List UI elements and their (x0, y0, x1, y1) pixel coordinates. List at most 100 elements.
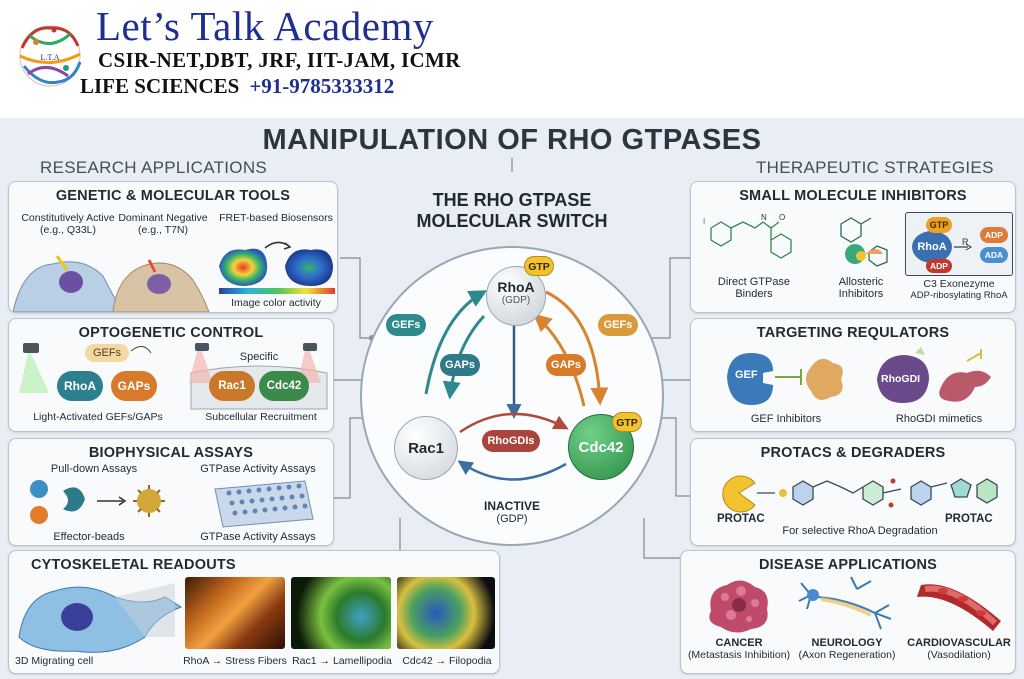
neurology-sub: (Axon Regeneration) (798, 649, 896, 661)
protac-molecule (722, 475, 998, 513)
c3-title: C3 Exonezyme (923, 278, 995, 290)
logo-text: L.T.A (41, 53, 60, 62)
effector-beads-label: Effector-beads (53, 531, 125, 543)
rhoa-stress-fibers-image (185, 577, 285, 649)
cancer-label: CANCER (715, 637, 763, 649)
academy-logo: L.T.A (19, 25, 82, 87)
gaps-left-pill: GAPs (440, 354, 480, 376)
cell-illustrations (13, 255, 210, 312)
blood-vessel-illustration (917, 584, 1001, 631)
rac1-lamellipodia-label: Rac1 → Lamellipodia (292, 655, 392, 667)
fret-biosensor-cells (219, 241, 333, 286)
c3-adp-badge: ADP (980, 227, 1008, 243)
opto-specific-label: Specific (239, 351, 279, 363)
rhogdis-pill: RhoGDIs (482, 430, 540, 452)
c3-gtp-badge: GTP (926, 217, 952, 233)
therapeutic-strategies-heading: THERAPEUTIC STRATEGIES (756, 158, 994, 177)
scale-label: Image color activity (231, 297, 321, 309)
c3-adp-badge-bottom: ADP (926, 259, 952, 273)
gef-label: GEF (735, 369, 758, 381)
cardiovascular-label: CARDIOVASCULAR (907, 637, 1011, 649)
cdc42-filopodia-label: Cdc42 → Filopodia (402, 655, 492, 667)
switch-arrows (424, 290, 609, 481)
rhoa-stress-fibers-label: RhoA → Stress Fibers (183, 655, 287, 667)
cytoskeletal-card: CYTOSKELETAL READOUTS 3D Migrating cell … (8, 550, 500, 674)
biophysical-card: BIOPHYSICAL ASSAYS Pull-down Assays Effe… (8, 438, 334, 546)
pulldown-illustration (30, 480, 165, 524)
regulators-title: TARGETING REQULATORS (756, 325, 950, 341)
ca-label: Constitutively Active (21, 212, 115, 224)
cancer-sub: (Metastasis Inhibition) (687, 649, 791, 661)
protac-caption: For selective RhoA Degradation (782, 525, 938, 537)
svg-text:N: N (761, 213, 767, 222)
protacs-title: PROTACS & DEGRADERS (760, 445, 946, 461)
pulldown-label: Pull-down Assays (50, 463, 138, 475)
gef-inhibitor-illustration (727, 353, 843, 405)
c3-exoenzyme-box: RhoA GTP ADP R ADP ADA (905, 212, 1013, 276)
gefs-right-pill: GEFs (598, 314, 638, 336)
cardiovascular-sub: (Vasodilation) (927, 649, 991, 661)
regulators-card: TARGETING REQULATORS GEF GEF Inhibitors … (690, 318, 1016, 432)
research-applications-heading: RESEARCH APPLICATIONS (40, 158, 268, 177)
neurology-label: NEUROLOGY (811, 637, 883, 649)
opto-gefs-pill: GEFs (85, 344, 129, 362)
well-plate-illustration (214, 480, 314, 528)
allosteric-inhibitor-structure (840, 217, 888, 267)
cell-label: 3D Migrating cell (15, 655, 94, 667)
dn-label: Dominant Negative (118, 212, 208, 224)
rhogdi-illustration (877, 347, 991, 403)
light-beam-illustration (19, 343, 152, 393)
brand-exams: CSIR-NET,DBT, JRF, IIT-JAM, ICMR (98, 48, 461, 72)
biophysical-title: BIOPHYSICAL ASSAYS (88, 445, 254, 461)
protac-left-label: PROTAC (717, 513, 765, 525)
opto-rac1-node: Rac1 (209, 371, 255, 401)
svg-text:I: I (703, 217, 705, 226)
brand-subject: LIFE SCIENCES (80, 74, 240, 98)
cdc42-filopodia-image (397, 577, 495, 649)
gaps-right-pill: GAPs (546, 354, 586, 376)
rhogdi-caption: RhoGDI mimetics (895, 413, 983, 425)
activity-color-scale (219, 288, 335, 294)
small-molecule-card: SMALL MOLECULE INHIBITORS I N O Direct G… (690, 181, 1016, 313)
ca-example: (e.g., Q33L) (39, 224, 97, 236)
c3-arrow (954, 243, 972, 251)
gefs-left-pill: GEFs (386, 314, 426, 336)
activity-assay-top-label: GTPase Activity Assays (200, 463, 316, 475)
small-molecule-title: SMALL MOLECULE INHIBITORS (739, 188, 967, 204)
protacs-card: PROTACS & DEGRADERS PROTAC For selective… (690, 438, 1016, 546)
direct-binder-structure: I N O (703, 213, 792, 259)
rac1-node: Rac1 (394, 416, 458, 480)
brand-title: Let’s Talk Academy (96, 3, 434, 49)
opto-right-caption: Subcellular Recruitment (205, 411, 317, 423)
svg-text:O: O (779, 213, 785, 222)
gef-caption: GEF Inhibitors (750, 413, 822, 425)
genetic-tools-title: GENETIC & MOLECULAR TOOLS (55, 188, 291, 204)
rhoa-gtp-badge: GTP (524, 256, 554, 276)
protac-right-label: PROTAC (945, 513, 993, 525)
neuron-illustration (798, 576, 892, 630)
genetic-tools-card: GENETIC & MOLECULAR TOOLS Constitutively… (8, 181, 338, 313)
inactive-label: INACTIVE (GDP) (483, 499, 540, 526)
cdc42-gtp-badge: GTP (612, 412, 642, 432)
brand-contact: LIFE SCIENCES+91-9785333312 (80, 74, 394, 99)
c3-subtitle: ADP-ribosylating RhoA (910, 290, 1008, 301)
cancer-cell-illustration (709, 580, 768, 633)
opto-cdc42-node: Cdc42 (259, 371, 309, 401)
opto-gaps-node: GAPs (111, 371, 157, 401)
dn-example: (e.g., T7N) (138, 224, 188, 236)
migrating-cell-illustration (18, 583, 183, 653)
activity-assay-bottom-label: GTPase Activity Assays (200, 531, 316, 543)
optogenetic-card: OPTOGENETIC CONTROL GEFs RhoA GAPs Light… (8, 318, 334, 432)
rhogdi-label: RhoGDI (881, 373, 921, 385)
poster-title: MANIPULATION OF RHO GTPASES (262, 124, 762, 156)
c3-r-label: R (962, 237, 969, 247)
poster: MANIPULATION OF RHO GTPASES RESEARCH APP… (0, 118, 1024, 679)
fret-label: FRET-based Biosensors (219, 212, 333, 224)
academy-header: L.T.A Let’s Talk Academy CSIR-NET,DBT, J… (0, 0, 1024, 118)
rac1-lamellipodia-image (291, 577, 391, 649)
cytoskeletal-title: CYTOSKELETAL READOUTS (31, 557, 236, 573)
opto-left-caption: Light-Activated GEFs/GAPs (33, 411, 163, 423)
